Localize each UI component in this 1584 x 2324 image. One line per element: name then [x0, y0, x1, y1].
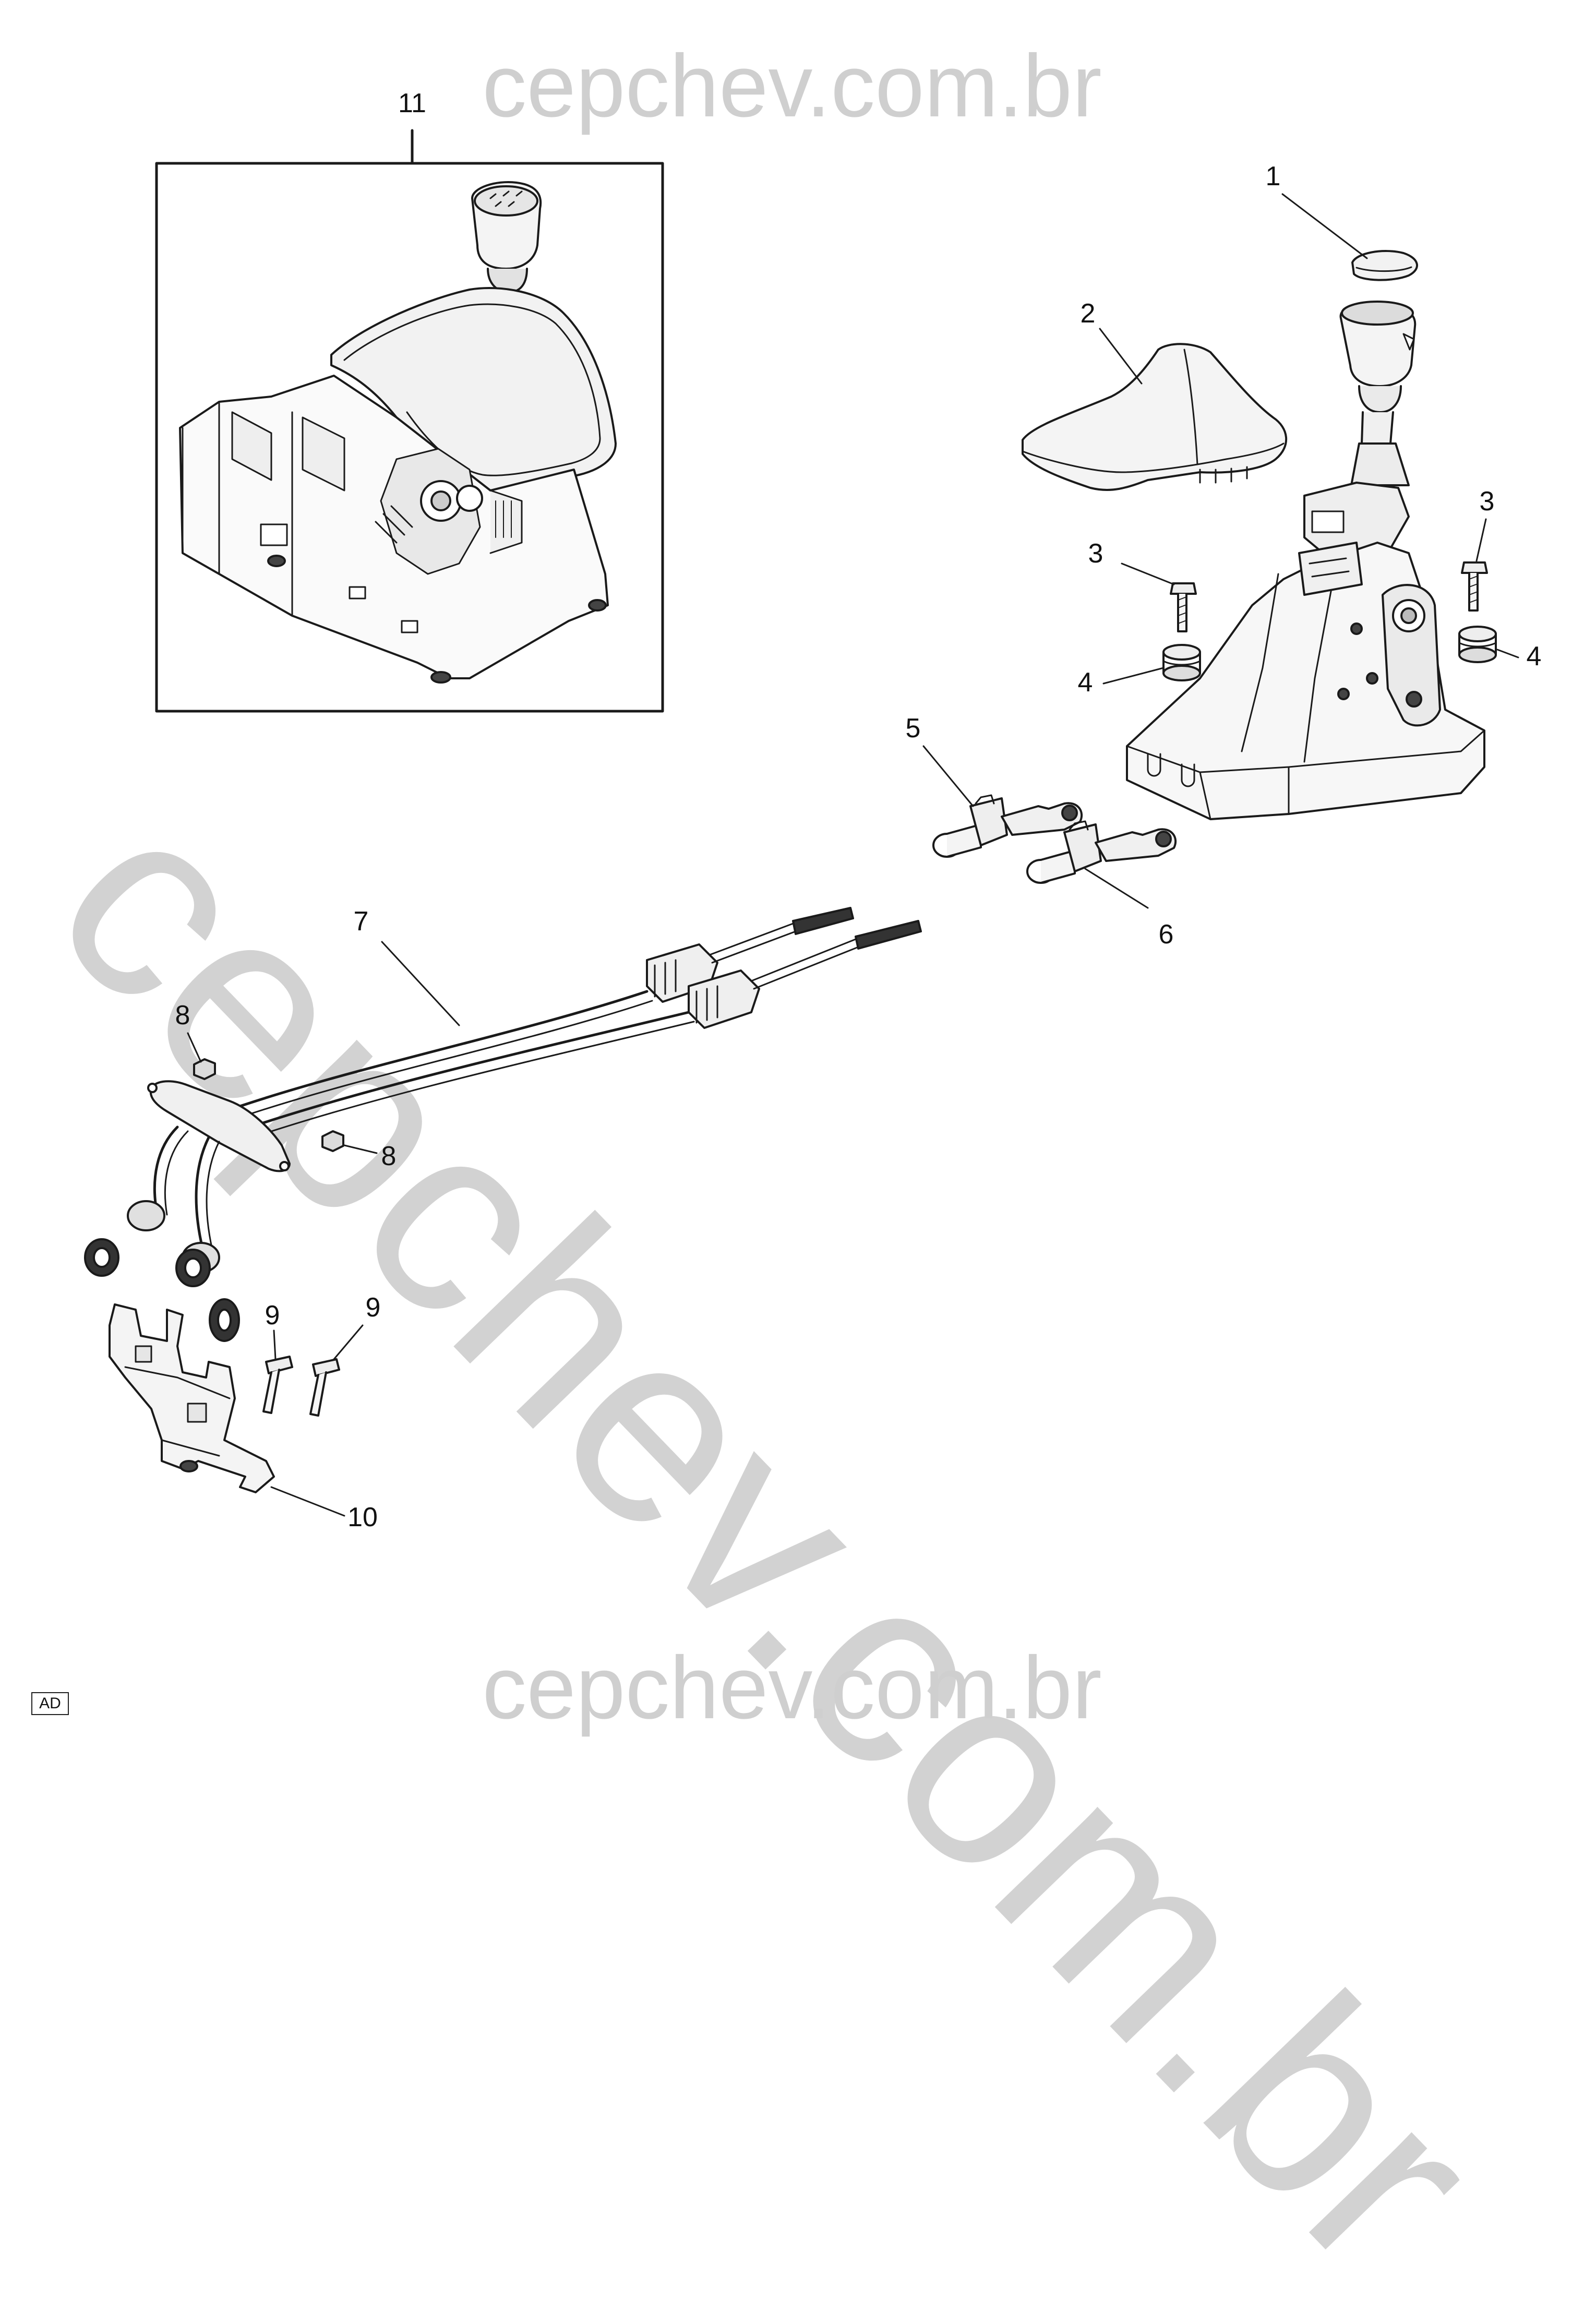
parts-diagram: cepchev.com.br cepchev.com.br cepchev.co…	[1, 37, 1542, 2324]
callout-11: 11	[398, 88, 426, 118]
callout-3-left: 3	[1088, 538, 1103, 569]
callout-4-right: 4	[1526, 641, 1542, 672]
callout-7: 7	[353, 906, 369, 937]
leader-3a	[1121, 562, 1175, 585]
callout-5: 5	[905, 713, 921, 744]
leader-2	[1099, 328, 1143, 385]
ad-label: AD	[31, 1692, 69, 1715]
callout-8-upper: 8	[175, 1000, 190, 1031]
watermark-bottom: cepchev.com.br	[482, 1638, 1102, 1738]
part-4-grommet-left	[1162, 644, 1201, 681]
leader-4b	[1496, 649, 1519, 658]
callout-1: 1	[1265, 161, 1281, 191]
watermark-top: cepchev.com.br	[482, 37, 1102, 136]
leader-9a	[273, 1329, 277, 1360]
part-8-nut-lower	[321, 1130, 344, 1152]
leader-5	[922, 745, 974, 807]
diagram-drawing	[84, 129, 1519, 1517]
callout-4-left: 4	[1077, 667, 1093, 698]
callout-3-right: 3	[1479, 486, 1495, 517]
callout-9-left: 9	[265, 1300, 280, 1331]
leader-9b	[333, 1324, 364, 1360]
part-5-cable-end	[932, 794, 1083, 858]
callout-6: 6	[1158, 919, 1174, 950]
leader-1	[1281, 193, 1368, 259]
part-3-bolt-right	[1461, 561, 1488, 612]
leader-8b	[343, 1144, 378, 1154]
part-6-cable-end	[1026, 820, 1177, 884]
part-10-bracket	[109, 1303, 275, 1493]
part-2-shift-boot	[1022, 343, 1288, 492]
leader-3b	[1475, 518, 1487, 562]
shifter-assembly-11-drawing	[179, 181, 617, 684]
part-1-knob-cap	[1351, 250, 1418, 281]
leader-8a	[187, 1032, 202, 1063]
part-8-nut-upper	[193, 1058, 216, 1080]
leader-10	[270, 1486, 345, 1517]
leader-6	[1084, 868, 1149, 909]
callout-10: 10	[347, 1502, 378, 1532]
callout-9-right: 9	[365, 1292, 381, 1323]
assembly-box-11	[155, 162, 664, 713]
leader-4a	[1102, 667, 1165, 685]
callout-2: 2	[1080, 298, 1096, 329]
callout-8-lower: 8	[381, 1141, 397, 1171]
part-4-grommet-right	[1458, 626, 1497, 663]
part-7-shift-cables	[84, 907, 922, 1342]
part-3-bolt-left	[1170, 582, 1197, 632]
part-9-bolt-left	[262, 1356, 293, 1414]
part-9-bolt-right	[309, 1358, 340, 1417]
shifter-base-drawing	[1126, 301, 1485, 820]
leader-7	[381, 941, 460, 1026]
